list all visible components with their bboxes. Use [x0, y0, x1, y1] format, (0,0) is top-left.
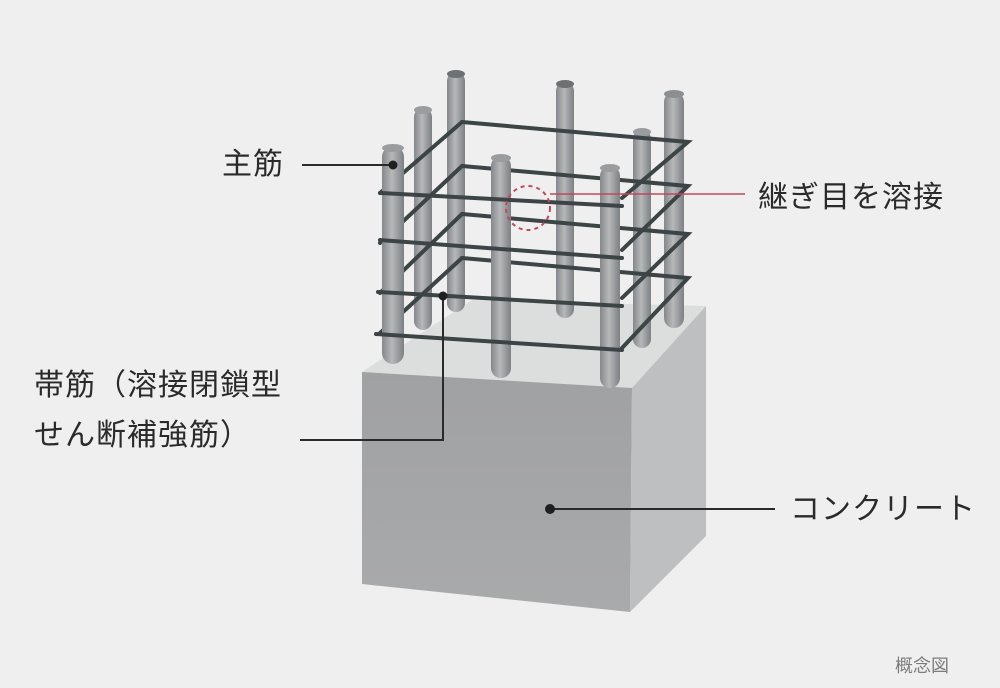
leader-dot-concrete	[545, 504, 555, 514]
label-hoop-line1: 帯筋（溶接閉鎖型	[34, 368, 282, 403]
rebar-back-row	[414, 70, 684, 348]
leader-lines	[300, 160, 775, 514]
label-concrete: コンクリート	[790, 492, 976, 527]
concrete-side-face	[630, 306, 706, 612]
label-main-rebar: 主筋	[222, 147, 284, 182]
weld-joint-marker	[505, 185, 551, 231]
hoop-front-segments	[374, 191, 624, 352]
label-weld-joint: 継ぎ目を溶接	[758, 180, 944, 215]
concrete-front-face	[362, 372, 632, 612]
concrete-block	[362, 300, 706, 612]
leader-dot-hoop	[438, 291, 448, 301]
leader-dot-main-rebar	[388, 160, 398, 170]
concept-diagram-note: 概念図	[895, 656, 949, 677]
label-hoop-line2: せん断補強筋）	[34, 418, 251, 453]
leader-hoop	[300, 296, 444, 441]
